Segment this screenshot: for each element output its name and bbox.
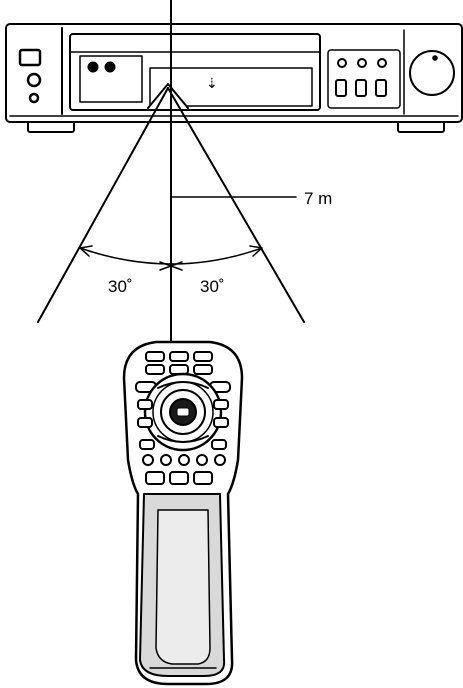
remote-control <box>122 340 244 686</box>
cd-player: ⇣ <box>5 23 463 133</box>
bottom-button[interactable] <box>193 471 213 485</box>
top-button[interactable] <box>169 364 189 375</box>
top-button[interactable] <box>193 364 213 375</box>
top-button[interactable] <box>169 351 189 362</box>
round-button[interactable] <box>142 454 154 466</box>
display-dot-icon <box>104 61 116 73</box>
small-round-button[interactable] <box>357 58 367 68</box>
center-arc-arrow-icon <box>170 261 183 271</box>
side-button[interactable] <box>137 417 153 428</box>
center-arc-arrow-icon <box>159 261 172 271</box>
distance-label: 7 m <box>304 189 332 208</box>
left-arc-arrow-icon <box>79 245 93 257</box>
round-button[interactable] <box>160 454 172 466</box>
side-button[interactable] <box>213 399 229 410</box>
transport-button[interactable] <box>375 79 387 97</box>
volume-knob[interactable] <box>403 29 455 115</box>
small-round-button[interactable] <box>337 58 347 68</box>
disc-tray[interactable] <box>149 67 313 107</box>
right-button-panel <box>327 49 401 109</box>
power-button[interactable] <box>18 48 42 67</box>
angle-left-label: 30˚ <box>108 277 133 296</box>
disc-tray-area: ⇣ <box>69 33 321 111</box>
round-button[interactable] <box>196 454 208 466</box>
transport-button[interactable] <box>335 79 347 97</box>
right-boundary-line <box>167 87 305 323</box>
display-window <box>79 55 143 103</box>
round-button[interactable] <box>178 454 190 466</box>
side-button[interactable] <box>213 417 229 428</box>
top-button[interactable] <box>145 351 165 362</box>
bottom-button[interactable] <box>145 471 165 485</box>
transport-button[interactable] <box>355 79 367 97</box>
eject-icon: ⇣ <box>206 75 218 91</box>
phones-jack[interactable] <box>26 72 42 88</box>
remote-sensor-icon <box>147 83 189 109</box>
indicator-led <box>28 92 40 104</box>
lower-button[interactable] <box>211 439 227 450</box>
small-round-button[interactable] <box>377 58 387 68</box>
angle-right-label: 30˚ <box>200 277 225 296</box>
side-button[interactable] <box>137 399 153 410</box>
right-arc-arrow-icon <box>249 245 263 257</box>
remote-grip-inner <box>155 509 211 665</box>
top-button[interactable] <box>193 351 213 362</box>
display-dot-icon <box>87 61 99 73</box>
bottom-button[interactable] <box>169 471 189 485</box>
left-boundary-line <box>37 87 169 323</box>
angle-arc <box>79 247 263 265</box>
round-button[interactable] <box>214 454 226 466</box>
lower-button[interactable] <box>139 439 155 450</box>
left-control-panel <box>18 27 63 115</box>
top-button[interactable] <box>145 364 165 375</box>
